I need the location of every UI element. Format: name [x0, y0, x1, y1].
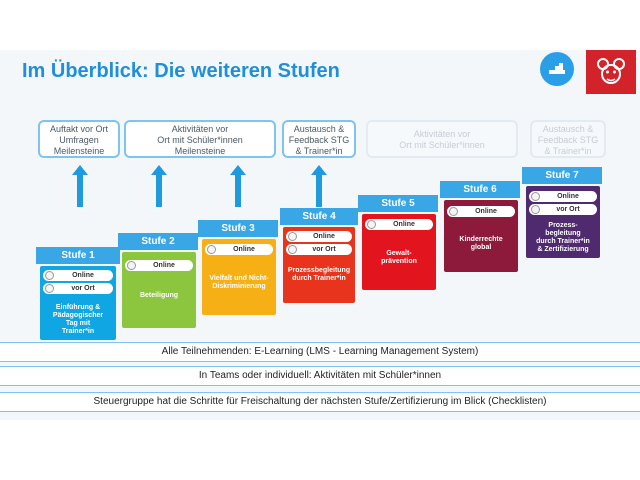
bear-icon	[597, 58, 625, 84]
topbox-5-line-3: & Trainer*in	[544, 146, 592, 156]
stufe-5-label: Stufe 5	[358, 195, 438, 212]
stufe-7-label: Stufe 7	[522, 167, 602, 184]
topbox-1-line-1: Auftakt vor Ort	[49, 124, 109, 134]
stufe-6-text: Kinderrechte global	[459, 236, 503, 251]
stufe-3-label: Stufe 3	[198, 220, 278, 237]
topbox-1-line-3: Meilensteine	[53, 146, 105, 156]
bar-steuergruppe: Steuergruppe hat die Schritte für Freisc…	[0, 392, 640, 412]
topbox-4: Aktivitäten vor Ort mit Schüler*innen	[366, 120, 518, 158]
stufe-4-card: Online vor Ort Prozessbegleitung durch T…	[283, 227, 355, 303]
topbox-1: Auftakt vor Ort Umfragen Meilensteine	[38, 120, 120, 158]
stufe-3-card: Online Vielfalt und Nicht- Diskriminieru…	[202, 239, 276, 315]
arrow-up-icon	[72, 165, 88, 207]
slide: Im Überblick: Die weiteren Stufen Auftak…	[0, 50, 640, 420]
online-badge: Online	[365, 219, 433, 230]
online-badge: Online	[43, 270, 113, 281]
topbox-5: Austausch & Feedback STG & Trainer*in	[530, 120, 606, 158]
online-badge: Online	[286, 231, 352, 242]
vor-ort-icon	[45, 284, 54, 293]
stufe-1-text: Einführung & Pädagogischer Tag mit Train…	[52, 304, 104, 335]
arrow-up-icon	[311, 165, 327, 207]
online-icon	[531, 192, 540, 201]
online-icon	[127, 261, 136, 270]
online-icon	[207, 245, 216, 254]
bar-e-learning: Alle Teilnehmenden: E-Learning (LMS - Le…	[0, 342, 640, 362]
online-badge: Online	[125, 260, 193, 271]
topbox-1-line-2: Umfragen	[59, 135, 99, 145]
bar-teams: In Teams oder individuell: Aktivitäten m…	[0, 366, 640, 386]
vor-ort-icon	[531, 205, 540, 214]
vor-ort-icon	[288, 245, 297, 254]
vor-ort-badge: vor Ort	[529, 204, 597, 215]
stufe-4-label: Stufe 4	[280, 208, 358, 225]
topbox-3: Austausch & Feedback STG & Trainer*in	[282, 120, 356, 158]
topbox-3-line-2: Feedback STG	[288, 135, 350, 145]
topbox-3-line-3: & Trainer*in	[295, 146, 343, 156]
stufe-6-card: Online Kinderrechte global	[444, 200, 518, 272]
stufe-2-card: Online Beteiligung	[122, 252, 196, 328]
topbox-4-line-1: Aktivitäten vor	[413, 129, 471, 139]
topbox-4-line-2: Ort mit Schüler*innen	[399, 140, 485, 150]
arrow-up-icon	[230, 165, 246, 207]
stufe-7-text: Prozess- begleitung durch Trainer*in & Z…	[536, 222, 590, 253]
topbox-2-line-2: Ort mit Schüler*innen	[157, 135, 243, 145]
topbox-3-line-1: Austausch &	[293, 124, 345, 134]
topbox-5-line-1: Austausch &	[542, 124, 594, 134]
topbox-2: Aktivitäten vor Ort mit Schüler*innen Me…	[124, 120, 276, 158]
stufe-1-card: Online vor Ort Einführung & Pädagogische…	[40, 266, 116, 340]
stufe-2-label: Stufe 2	[118, 233, 198, 250]
online-icon	[45, 271, 54, 280]
online-badge: Online	[529, 191, 597, 202]
pin-icon	[549, 63, 565, 74]
vor-ort-badge: vor Ort	[43, 283, 113, 294]
stufe-6-label: Stufe 6	[440, 181, 520, 198]
stufe-3-text: Vielfalt und Nicht- Diskriminierung	[209, 275, 269, 290]
stufe-4-text: Prozessbegleitung durch Trainer*in	[287, 267, 351, 282]
online-badge: Online	[205, 244, 273, 255]
online-icon	[367, 220, 376, 229]
stufe-1-label: Stufe 1	[36, 247, 120, 264]
topbox-5-line-2: Feedback STG	[537, 135, 599, 145]
stufe-7-card: Online vor Ort Prozess- begleitung durch…	[526, 186, 600, 258]
online-badge: Online	[447, 206, 515, 217]
topbox-2-line-1: Aktivitäten vor	[171, 124, 229, 134]
stufe-2-text: Beteiligung	[139, 292, 179, 299]
stufe-5-card: Online Gewalt- prävention	[362, 214, 436, 290]
page-title: Im Überblick: Die weiteren Stufen	[22, 60, 340, 82]
pin-logo	[540, 52, 574, 86]
bear-logo	[586, 50, 636, 94]
online-icon	[449, 207, 458, 216]
topbox-2-line-3: Meilensteine	[174, 146, 226, 156]
online-icon	[288, 232, 297, 241]
vor-ort-badge: vor Ort	[286, 244, 352, 255]
stufe-5-text: Gewalt- prävention	[381, 250, 417, 265]
arrow-up-icon	[151, 165, 167, 207]
